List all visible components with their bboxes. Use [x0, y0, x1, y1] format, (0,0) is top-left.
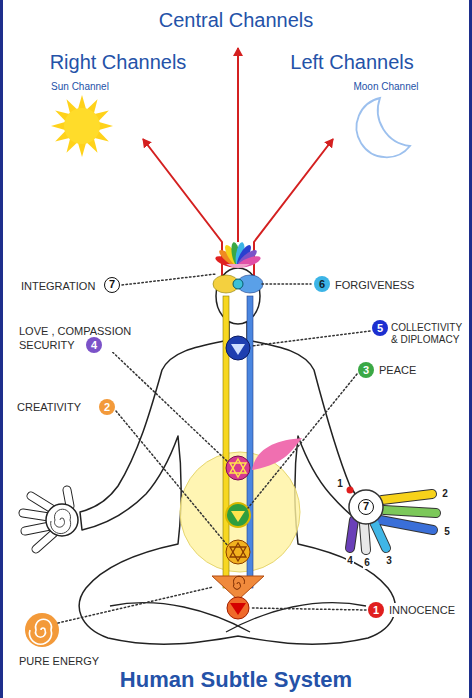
chakra-label: COLLECTIVITY & DIPLOMACY	[390, 322, 466, 346]
finger-number: 6	[363, 557, 371, 569]
crown-lotus	[214, 242, 262, 270]
chakra-label: CREATIVITY	[16, 400, 82, 414]
frame-bar	[0, 0, 3, 698]
chakras	[212, 336, 302, 619]
finger-number: 2	[441, 488, 449, 500]
channel-heading: Left Channels	[290, 51, 413, 74]
chakra-label: PURE ENERGY	[18, 654, 100, 668]
frame-bar	[469, 0, 472, 698]
chakra-label: INTEGRATION	[20, 279, 96, 293]
chakra-label: FORGIVENESS	[334, 278, 415, 292]
finger-number: 4	[346, 555, 354, 567]
channel-heading: Right Channels	[50, 51, 187, 74]
callout-number: 1	[368, 602, 384, 618]
finger-hand	[347, 487, 437, 551]
energy-spiral	[25, 613, 59, 647]
callout-number: 7	[358, 499, 374, 515]
finger-number: 1	[336, 478, 344, 490]
callout-number: 3	[358, 362, 374, 378]
diagram-caption: Human Subtle System	[120, 667, 352, 693]
sun-icon	[51, 95, 113, 157]
callout-number: 6	[314, 276, 330, 292]
finger-number: 5	[443, 526, 451, 538]
channel-name: Moon Channel	[352, 81, 419, 92]
callout-number: 7	[104, 277, 120, 293]
void-circle	[180, 452, 300, 572]
chakra-label: LOVE , COMPASSION SECURITY	[18, 324, 153, 352]
chakra-label: INNOCENCE	[388, 603, 456, 617]
channel-name: Sun Channel	[50, 81, 110, 92]
channel-arrows	[143, 48, 333, 300]
callout-number: 4	[86, 337, 102, 353]
moon-icon	[357, 98, 410, 157]
open-hand	[23, 490, 78, 549]
chakra-label: PEACE	[378, 363, 417, 377]
seated-figure	[79, 322, 395, 644]
channel-heading: Central Channels	[159, 9, 314, 32]
callout-number: 5	[372, 320, 388, 336]
callout-number: 2	[99, 399, 115, 415]
channels	[213, 275, 263, 588]
finger-number: 3	[385, 555, 393, 567]
